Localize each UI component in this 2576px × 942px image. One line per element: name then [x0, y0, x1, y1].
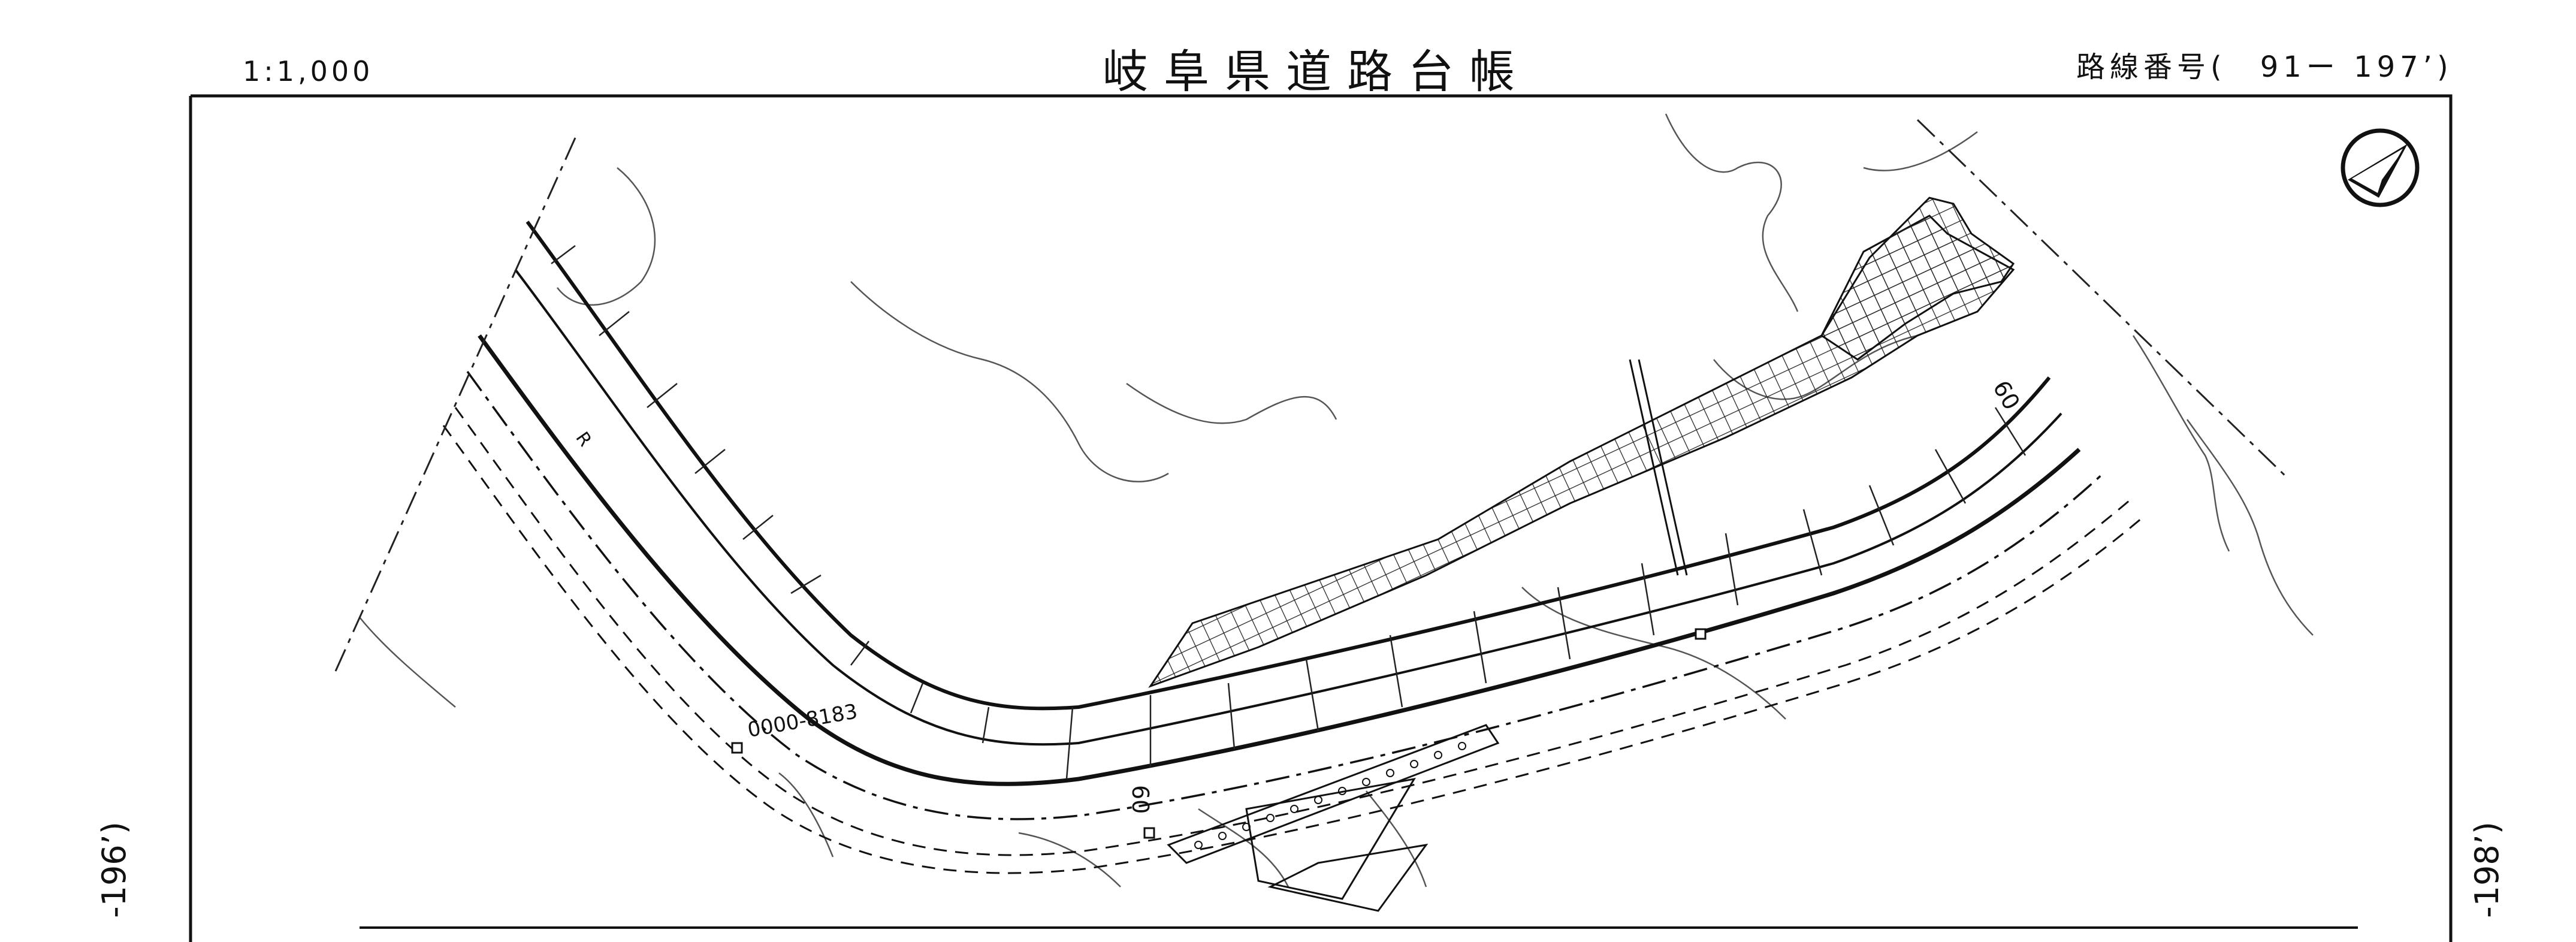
cut-slope-hatch-upper [1820, 197, 2015, 361]
distance-label-b: 60 [1988, 376, 2025, 415]
north-arrow-icon [2341, 128, 2420, 207]
chainage-label: 0000-8183 [746, 699, 859, 742]
scale-label: 1:1,000 [243, 55, 374, 87]
pipe-line [1629, 359, 1679, 576]
adjacent-sheet-right: -198’) [2468, 822, 2506, 918]
distance-label-a: 60 [1127, 785, 1153, 814]
match-lines [334, 119, 2290, 672]
guardrail-posts [1194, 742, 1466, 849]
adjacent-sheet-left: -196’) [95, 822, 133, 918]
cross-section-ticks [551, 245, 2027, 780]
guardrail [1167, 724, 1500, 912]
map-frame [189, 94, 2453, 942]
road-marker-label: R [571, 428, 596, 451]
marker-boxes [731, 628, 1707, 839]
map-title: 岐阜県道路台帳 [1103, 45, 1530, 98]
route-number: 路線番号( 91ー 197’) [2076, 50, 2453, 84]
